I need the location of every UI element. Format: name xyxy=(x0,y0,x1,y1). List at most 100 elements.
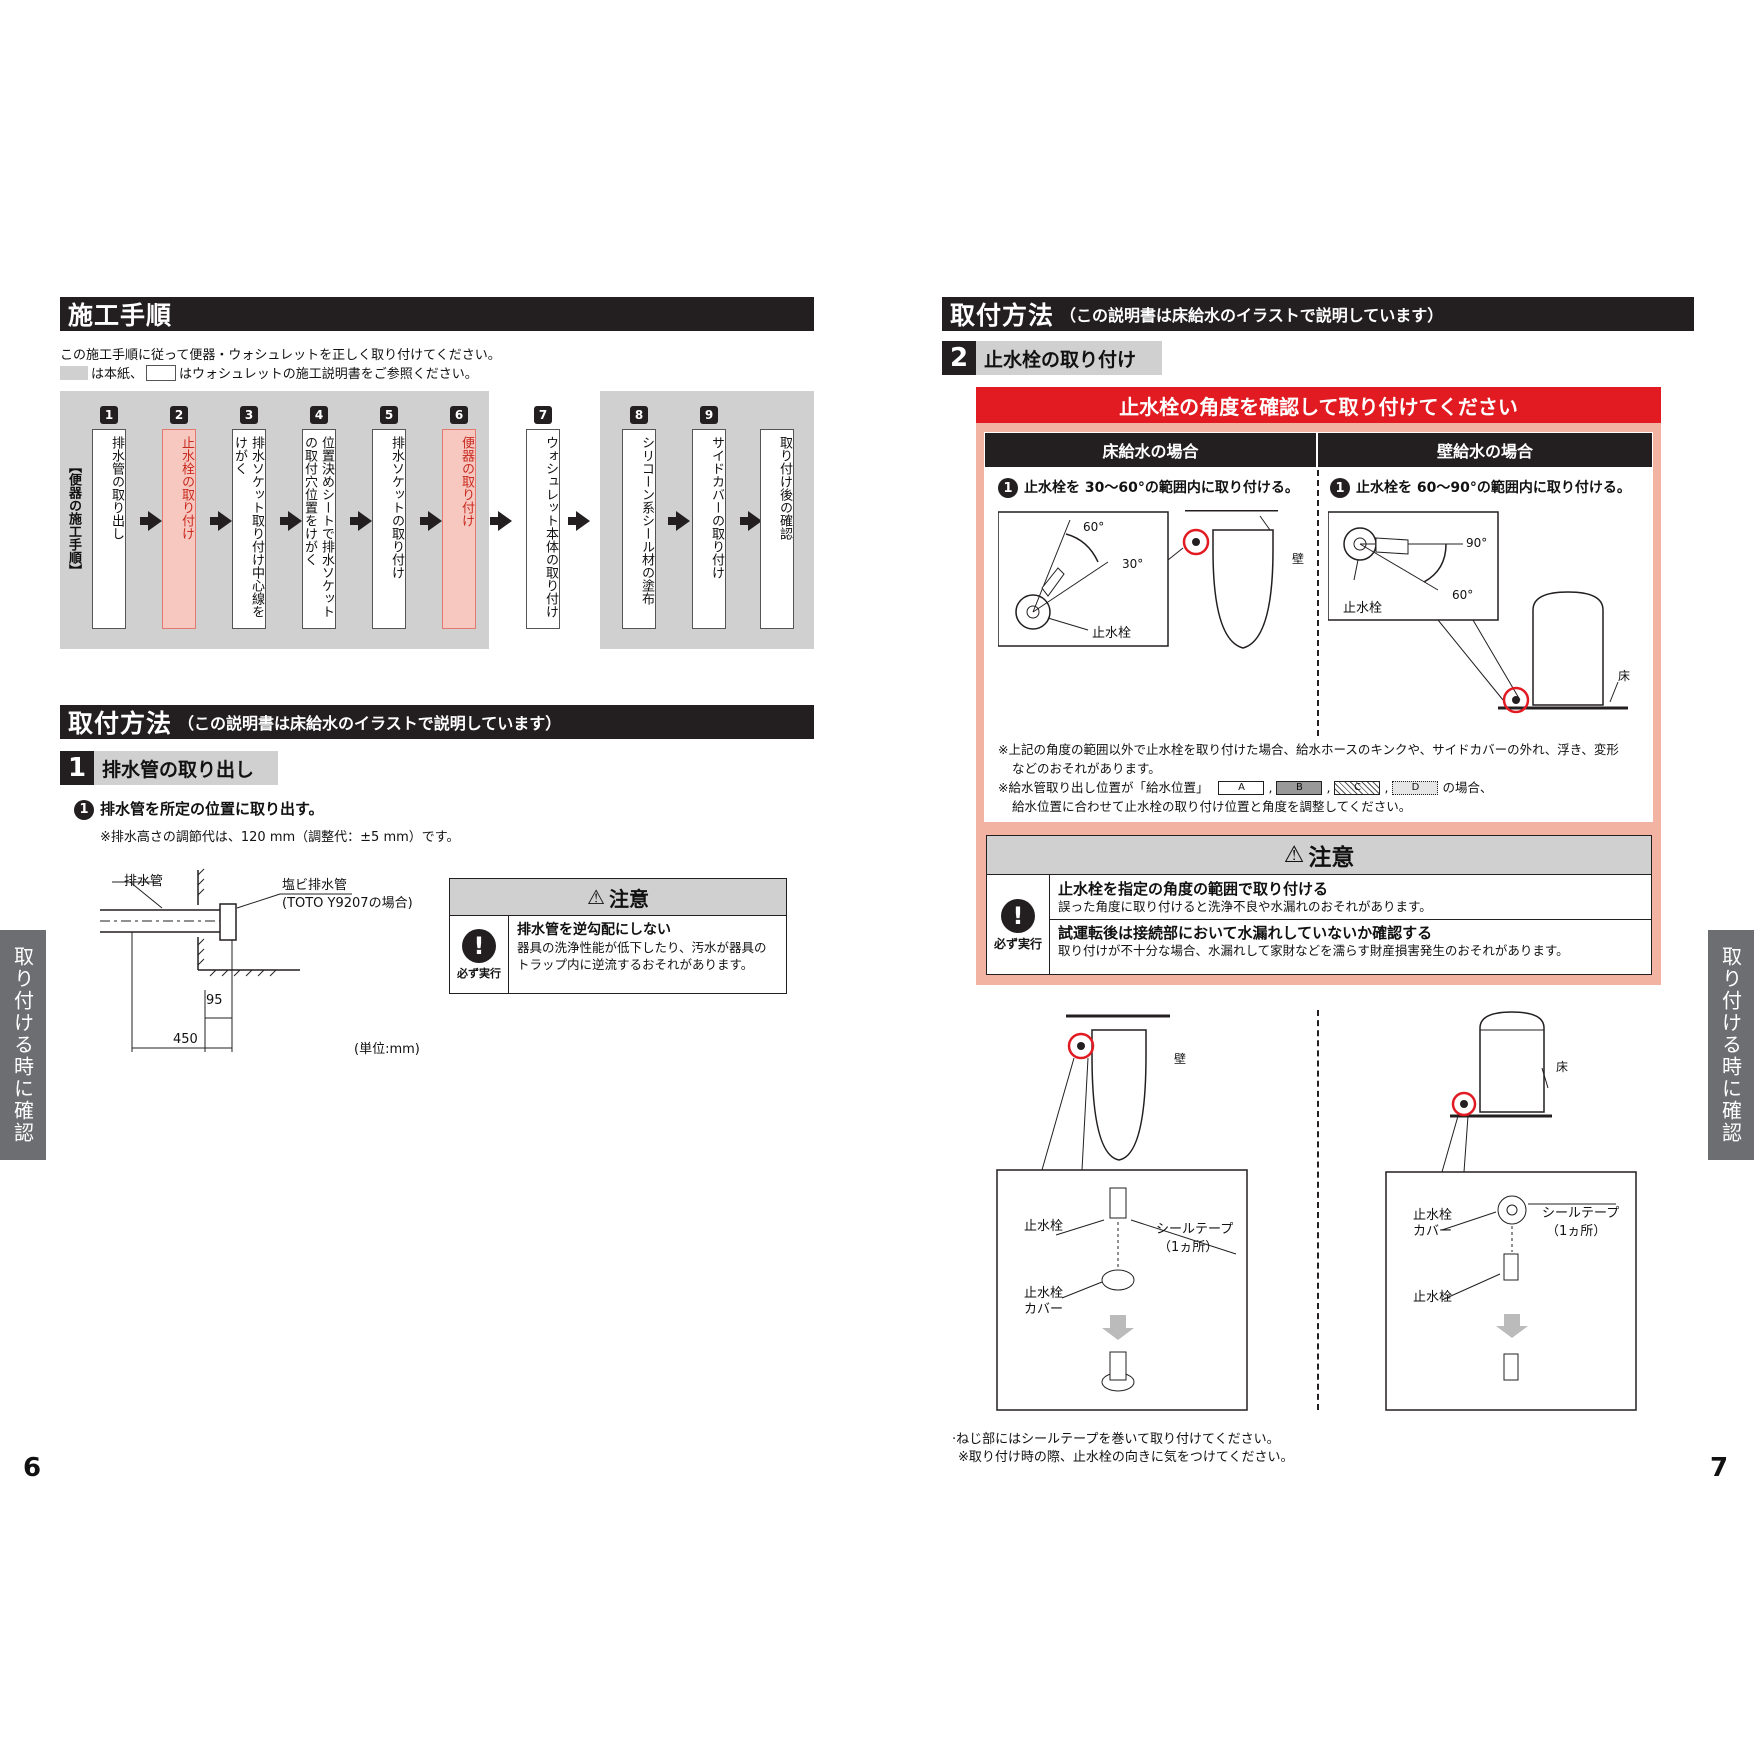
floor-item-text: 止水栓を 30～60°の範囲内に取り付ける。 xyxy=(1024,480,1299,496)
step-box: 排水管の取り出し xyxy=(92,429,126,629)
note1b: などのおそれがあります。 xyxy=(1012,761,1161,776)
position-a: A xyxy=(1218,780,1265,795)
unit-label: (単位:mm) xyxy=(354,1042,420,1057)
caution-text2-right: 取り付けが不十分な場合、水漏れして家財などを濡らす財産損害発生のおそれがあります… xyxy=(1058,943,1569,958)
procedure-title-bar: 施工手順 xyxy=(60,297,814,331)
lower-left-tape-sub: （1ヵ所） xyxy=(1158,1240,1219,1255)
step-box: 便器の取り付け xyxy=(442,429,476,629)
gray-swatch xyxy=(60,365,88,380)
flow-arrow-icon xyxy=(490,511,512,531)
method-title: 取付方法 xyxy=(68,709,173,738)
lower-left-wall: 壁 xyxy=(1174,1052,1187,1066)
position-b: B xyxy=(1276,780,1323,795)
dim-95: 95 xyxy=(206,993,223,1008)
foot-note2: ※取り付け時の際、止水栓の向きに気をつけてください。 xyxy=(958,1450,1294,1465)
caution-text2: トラップ内に逆流するおそれがあります。 xyxy=(517,957,754,972)
caution-heading2: 試運転後は接続部において水漏れしていないか確認する xyxy=(1058,924,1433,942)
lower-left-cover1: 止水栓 xyxy=(1024,1286,1064,1301)
flow-arrow-icon xyxy=(210,511,232,531)
floor-valve-label: 止水栓 xyxy=(1092,626,1132,641)
floor-header: 床給水の場合 xyxy=(985,433,1316,467)
step2-bar: 2 止水栓の取り付け xyxy=(942,341,1162,375)
flow-vertical-label: 【便器の施工手順】 xyxy=(66,460,81,577)
method-subtitle: （この説明書は床給水のイラストで説明しています） xyxy=(178,714,562,733)
wall-valve-label: 止水栓 xyxy=(1343,601,1383,616)
floor-angle-30: 30° xyxy=(1122,557,1144,571)
label-pvc-sub: (TOTO Y9207の場合) xyxy=(282,896,413,911)
flow-arrow-icon xyxy=(420,511,442,531)
procedure-title: 施工手順 xyxy=(68,301,173,330)
foot-note1: ·ねじ部にはシールテープを巻いて取り付けてください。 xyxy=(952,1432,1280,1447)
side-tab-left: 取り付ける時に確認 xyxy=(0,930,46,1160)
step1-note: ※排水高さの調節代は、120 mm（調整代：±5 mm）です。 xyxy=(100,830,460,845)
page-number-right: 7 xyxy=(1710,1453,1729,1483)
note2: ※給水管取り出し位置が「給水位置」 A, B, C, D の場合、 xyxy=(998,780,1493,795)
caution-title-right: 注意 xyxy=(1308,845,1355,871)
caution-heading1: 止水栓を指定の角度の範囲で取り付ける xyxy=(1058,880,1329,898)
position-c: C xyxy=(1334,780,1381,795)
step-number-badge: 2 xyxy=(170,406,188,424)
exclamation-icon-right: ! xyxy=(1001,898,1035,933)
warning-triangle-icon-right: ⚠ xyxy=(1283,842,1305,868)
lower-right-valve: 止水栓 xyxy=(1413,1290,1453,1305)
caution-box-right: ⚠ 注意 ! 必ず実行 止水栓を指定の角度の範囲で取り付ける 誤った角度に取り付… xyxy=(986,835,1652,975)
lower-right-tape-sub: （1ヵ所） xyxy=(1546,1224,1607,1239)
step1-bar: 1 排水管の取り出し xyxy=(60,751,278,785)
floor-supply-illustration xyxy=(998,510,1278,649)
step-box: シリコーン系シール材の塗布 xyxy=(622,429,656,629)
must-do-badge: ! 必ず実行 xyxy=(450,916,509,994)
caution-box-left: ⚠ 注意 ! 必ず実行 排水管を逆勾配にしない 器具の洗浄性能が低下したり、汚水… xyxy=(449,878,787,994)
step-box: ウォシュレット本体の取り付け xyxy=(526,429,560,629)
note2a: ※給水管取り出し位置が「給水位置」 xyxy=(998,780,1209,795)
note2b: の場合、 xyxy=(1442,780,1493,795)
step-box: 取り付け後の確認 xyxy=(760,429,794,629)
page-number-left: 6 xyxy=(23,1453,42,1483)
lower-right-floor: 床 xyxy=(1556,1060,1569,1074)
step2-label: 止水栓の取り付け xyxy=(984,348,1137,371)
flow-arrow-icon xyxy=(740,511,762,531)
flow-arrow-icon xyxy=(140,511,162,531)
step-box: 排水ソケット取り付け中心線をけがく xyxy=(232,429,266,629)
caution-header-right: ⚠ 注意 xyxy=(987,836,1651,875)
step-box: 止水栓の取り付け xyxy=(162,429,196,629)
step-number-badge: 7 xyxy=(534,406,552,424)
floor-wall-label: 壁 xyxy=(1292,552,1305,566)
lower-left-tape: シールテープ xyxy=(1156,1222,1234,1237)
step1-number: 1 xyxy=(60,751,94,785)
note2c: 給水位置に合わせて止水栓の取り付け位置と角度を調整してください。 xyxy=(1012,799,1412,814)
flow-gray-block-1 xyxy=(60,391,489,649)
step2-number: 2 xyxy=(942,341,976,375)
red-banner: 止水栓の角度を確認して取り付けてください xyxy=(976,387,1661,423)
flow-arrow-icon xyxy=(668,511,690,531)
lower-right-cover1: 止水栓 xyxy=(1413,1208,1453,1223)
wall-header-text: 壁給水の場合 xyxy=(1436,442,1533,461)
step-number-badge: 5 xyxy=(380,406,398,424)
flow-arrow-icon xyxy=(350,511,372,531)
lower-left-cover2: カバー xyxy=(1024,1302,1064,1317)
floor-header-text: 床給水の場合 xyxy=(1102,442,1199,461)
method-subtitle-right: （この説明書は床給水のイラストで説明しています） xyxy=(1060,306,1444,325)
must-do-label: 必ず実行 xyxy=(457,967,501,980)
step-box: 位置決めシートで排水ソケットの取付穴位置をけがく xyxy=(302,429,336,629)
step-number-badge: 4 xyxy=(310,406,328,424)
wall-item-number: 1 xyxy=(1330,478,1350,498)
method-title-bar-right: 取付方法 （この説明書は床給水のイラストで説明しています） xyxy=(942,297,1694,331)
method-title-right: 取付方法 xyxy=(950,301,1055,330)
column-divider xyxy=(1317,470,1319,736)
label-drain-pipe: 排水管 xyxy=(124,874,164,889)
angle-notes: ※上記の角度の範囲以外で止水栓を取り付けた場合、給水ホースのキンクや、サイドカバ… xyxy=(998,740,1619,816)
floor-angle-60: 60° xyxy=(1083,520,1105,534)
caution-text1-right: 誤った角度に取り付けると洗浄不良や水漏れのおそれがあります。 xyxy=(1058,899,1432,914)
method-title-bar-left: 取付方法 （この説明書は床給水のイラストで説明しています） xyxy=(60,705,814,739)
intro-line2a: は本紙、 xyxy=(91,367,144,382)
red-banner-text: 止水栓の角度を確認して取り付けてください xyxy=(1119,394,1518,419)
wall-floor-label: 床 xyxy=(1618,669,1631,683)
lower-right-cover2: カバー xyxy=(1413,1224,1453,1239)
label-pvc-pipe: 塩ビ排水管 xyxy=(282,878,348,893)
caution-title: 注意 xyxy=(608,886,649,911)
step-number-badge: 3 xyxy=(240,406,258,424)
warning-triangle-icon: ⚠ xyxy=(587,885,605,909)
caution-text1: 器具の洗浄性能が低下したり、汚水が器具の xyxy=(517,940,767,955)
step1-item-number: 1 xyxy=(74,799,94,820)
